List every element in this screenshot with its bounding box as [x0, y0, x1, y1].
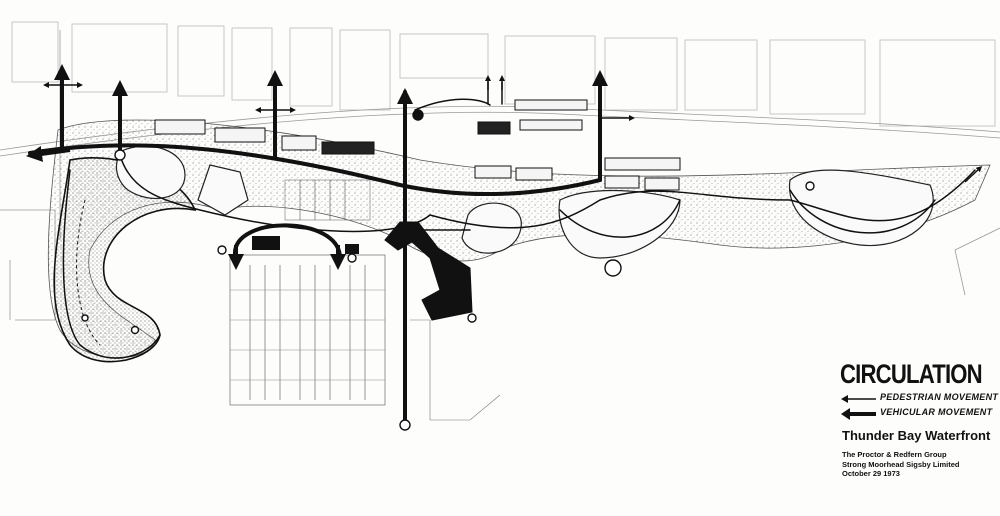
credit-line-firm-2: Strong Moorhead Sigsby Limited: [842, 459, 960, 469]
ponds: [115, 145, 934, 259]
pedestrian-routes: [62, 81, 976, 359]
pedestrian-arrows: [43, 75, 983, 183]
legend-title: CIRCULATION: [840, 359, 983, 389]
legend-item-pedestrian: PEDESTRIAN MOVEMENT: [838, 392, 998, 407]
legend-item-vehicular: VEHICULAR MOVEMENT: [838, 407, 998, 422]
vehicular-arrow-icon: [841, 408, 876, 420]
vehicular-arrows: [26, 64, 608, 270]
project-credits: The Proctor & Redfern Group Strong Moorh…: [842, 450, 960, 479]
legend: CIRCULATION PEDESTRIAN MOVEMENT VEHICULA…: [838, 360, 998, 422]
credit-line-date: October 29 1973: [842, 469, 900, 478]
project-title: Thunder Bay Waterfront: [842, 428, 991, 443]
route-nodes: [81, 109, 815, 431]
pedestrian-arrow-icon: [841, 395, 876, 403]
city-blocks: [11, 21, 996, 127]
legend-label-pedestrian: PEDESTRIAN MOVEMENT: [880, 392, 999, 402]
marina-crescent: [53, 156, 197, 363]
buildings: [154, 99, 681, 191]
parking-lots: [229, 179, 501, 421]
credit-line-firm-1: The Proctor & Redfern Group: [842, 450, 947, 459]
legend-label-vehicular: VEHICULAR MOVEMENT: [880, 407, 993, 417]
